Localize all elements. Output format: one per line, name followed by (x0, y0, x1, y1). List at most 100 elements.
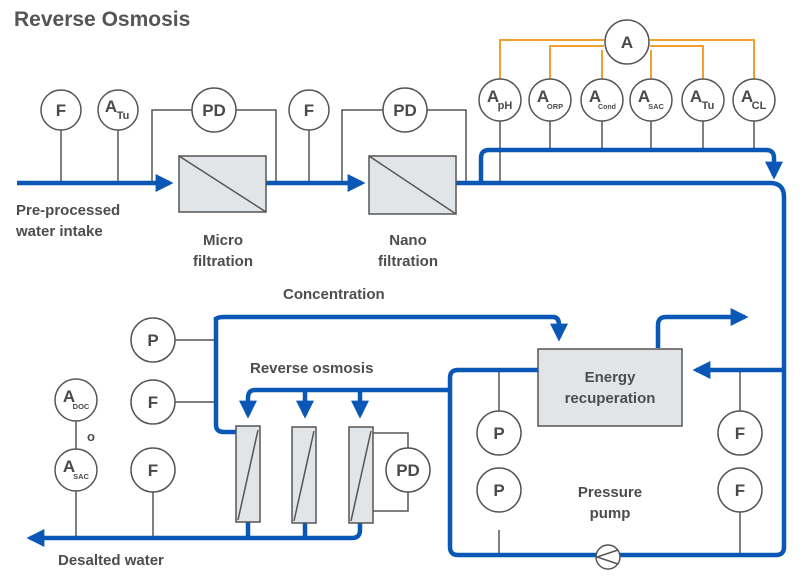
or-symbol: o (87, 429, 95, 444)
instrument-pd: PD (385, 447, 431, 493)
instrument-symbol: A (487, 87, 499, 106)
instrument-circle (54, 448, 98, 492)
instrument-f: F (717, 467, 763, 513)
pressure-pump-icon (594, 544, 621, 570)
instrument-subscript: Tu (117, 110, 130, 122)
instrument-subscript: Cond (598, 104, 616, 111)
instrument-subscript: SAC (648, 102, 664, 111)
instrument-symbol: P (493, 481, 504, 500)
instrument-circle (288, 89, 330, 131)
instrument-circle (717, 467, 763, 513)
instrument-symbol: A (63, 457, 75, 476)
instrument-circle (717, 410, 763, 456)
ro-membrane-2 (291, 426, 317, 524)
nano-filtration-label: Nano filtration (367, 230, 449, 272)
instrument-symbol: A (690, 87, 702, 106)
instrument-symbol: PD (202, 101, 226, 120)
instrument-symbol: F (304, 101, 314, 120)
energy-recuperation-label: Energy recuperation (538, 367, 682, 409)
instrument-symbol: P (147, 331, 158, 350)
instrument-symbol: A (537, 87, 549, 106)
energy-label-line1: Energy (584, 369, 636, 386)
instrument-symbol: PD (393, 101, 417, 120)
nano-filtration-unit (368, 155, 457, 215)
instrument-f: F (130, 379, 176, 425)
instrument-circle (40, 89, 82, 131)
instrument-subscript: SAC (73, 472, 89, 481)
nano-label-line1: Nano (389, 232, 427, 249)
instrument-symbol: F (56, 101, 66, 120)
instrument-symbol: F (148, 393, 158, 412)
reverse-osmosis-label: Reverse osmosis (250, 360, 374, 377)
instrument-f: F (288, 89, 330, 131)
intake-label-line1: Pre-processed (16, 202, 121, 219)
instrument-a-cl: ACL (732, 78, 776, 122)
instrument-symbol: A (741, 87, 753, 106)
instrument-circle (476, 467, 522, 513)
micro-label-line1: Micro (202, 232, 243, 249)
instrument-symbol: P (493, 424, 504, 443)
instrument-p: P (476, 410, 522, 456)
instrument-symbol: A (105, 97, 117, 116)
energy-label-line2: recuperation (564, 390, 656, 407)
instrument-circle (476, 410, 522, 456)
nano-label-line2: filtration (378, 253, 438, 270)
instrument-circle (54, 378, 98, 422)
diagram-title: Reverse Osmosis (14, 8, 191, 31)
instrument-circle (385, 447, 431, 493)
instrument-circle (681, 78, 725, 122)
instrument-subscript: ORP (547, 102, 563, 111)
instrument-circle (604, 19, 650, 65)
instrument-f: F (130, 447, 176, 493)
pump-label-line2: pump (589, 505, 631, 522)
instrument-symbol: F (735, 481, 745, 500)
instrument-symbol: A (638, 87, 650, 106)
instrument-subscript: DOC (73, 402, 90, 411)
instrument-circle (528, 78, 572, 122)
ro-membrane-1 (235, 425, 261, 523)
instrument-circle (732, 78, 776, 122)
instrument-symbol: PD (396, 461, 420, 480)
instrument-circle (97, 89, 139, 131)
ro-membrane-3 (348, 426, 374, 524)
instrument-circle (130, 317, 176, 363)
instrument-circle (130, 379, 176, 425)
instrument-p: P (130, 317, 176, 363)
instrument-lines (60, 109, 755, 555)
instrument-subscript: CL (752, 100, 767, 112)
instrument-symbol: A (589, 87, 601, 106)
pressure-pump-label: Pressure pump (560, 482, 660, 524)
instrument-circle (130, 447, 176, 493)
micro-filtration-label: Micro filtration (182, 230, 264, 272)
instrument-symbol: A (621, 33, 633, 52)
instrument-symbol: F (735, 424, 745, 443)
intake-label-line2: water intake (16, 223, 103, 240)
instrument-subscript: Tu (702, 100, 715, 112)
instrument-symbol: A (63, 387, 75, 406)
energy-recuperation-unit (537, 348, 683, 427)
instrument-pd: PD (191, 87, 237, 133)
instrument-circle (191, 87, 237, 133)
desalted-water-label: Desalted water (58, 552, 164, 569)
process-pipes (17, 147, 787, 558)
pump-label-line1: Pressure (577, 484, 643, 501)
concentration-label: Concentration (283, 286, 385, 303)
instrument-a: A (604, 19, 650, 65)
micro-label-line2: filtration (193, 253, 253, 270)
instrument-symbol: F (148, 461, 158, 480)
instrument-f: F (40, 89, 82, 131)
instrument-pd: PD (382, 87, 428, 133)
instrument-f: F (717, 410, 763, 456)
instrument-circle (629, 78, 673, 122)
instrument-subscript: pH (498, 100, 513, 112)
intake-label: Pre-processed water intake (16, 200, 120, 242)
micro-filtration-unit (178, 155, 267, 213)
